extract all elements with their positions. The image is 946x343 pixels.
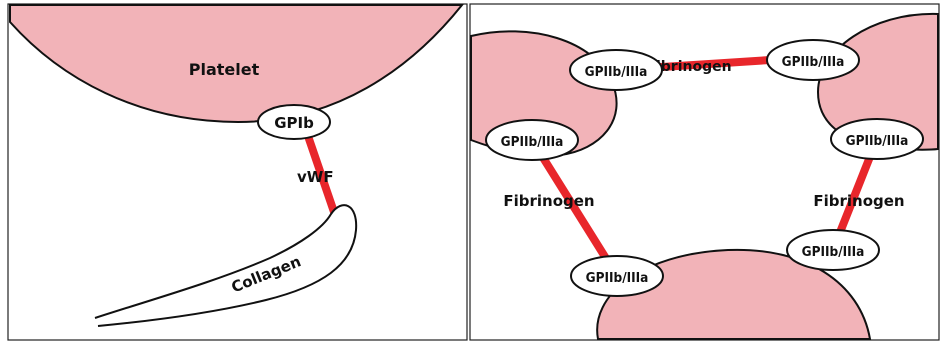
gpiib-iiia-label: GPIIb/IIIa <box>802 244 865 260</box>
left-panel-adhesion: Platelet vWF GPIb Collagen <box>8 4 467 340</box>
gpiib-iiia-label: GPIIb/IIIa <box>586 270 649 286</box>
gpiib-iiia-receptor-4: GPIIb/IIIa <box>831 119 923 159</box>
platelet-label: Platelet <box>189 60 260 79</box>
fibrinogen-label-right: Fibrinogen <box>813 192 904 210</box>
gpiib-iiia-receptor-3: GPIIb/IIIa <box>486 120 578 160</box>
gpiib-iiia-receptor-1: GPIIb/IIIa <box>570 50 662 90</box>
gpiib-iiia-receptor-2: GPIIb/IIIa <box>767 40 859 80</box>
vwf-label: vWF <box>297 168 334 186</box>
gpiib-iiia-label: GPIIb/IIIa <box>846 133 909 149</box>
gpiib-iiia-label: GPIIb/IIIa <box>585 64 648 80</box>
gpiib-iiia-label: GPIIb/IIIa <box>782 54 845 70</box>
gpiib-iiia-label: GPIIb/IIIa <box>501 134 564 150</box>
gpiib-iiia-receptor-6: GPIIb/IIIa <box>571 256 663 296</box>
gpiib-iiia-receptor-5: GPIIb/IIIa <box>787 230 879 270</box>
gpib-label: GPIb <box>274 114 314 132</box>
right-panel-aggregation: Fibrinogen Fibrinogen Fibrinogen GPIIb/I… <box>470 4 939 340</box>
fibrinogen-label-left: Fibrinogen <box>503 192 594 210</box>
